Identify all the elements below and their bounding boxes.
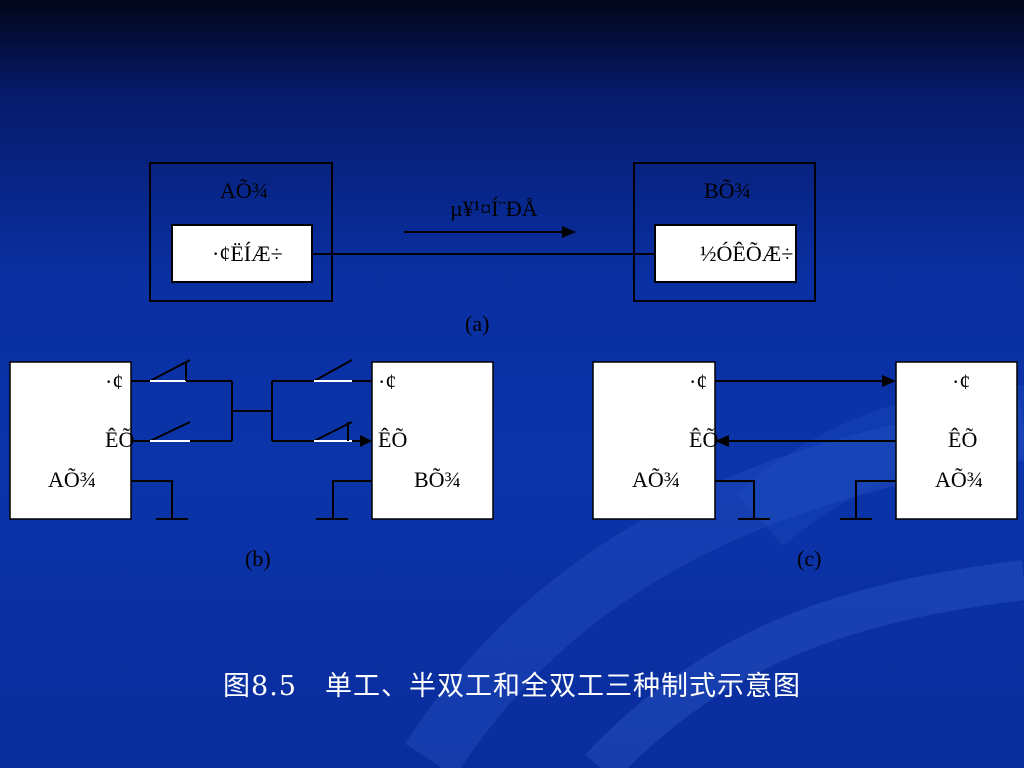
station-a-frame: [149, 162, 333, 302]
c-right-recv-label: ÊÕ: [948, 427, 978, 452]
b-left-send-label: ·¢: [105, 369, 124, 394]
simplex-direction-label: µ¥¹¤Í¨ÐÅ: [450, 196, 538, 221]
a-station-a-label: AÕ¾: [220, 178, 269, 203]
sender-box: [171, 224, 313, 283]
c-ground-symbols: [715, 480, 896, 520]
c-full-duplex-lines: [715, 375, 896, 447]
b-right-station-label: BÕ¾: [414, 467, 462, 492]
sender-label: ·¢ËÍÆ÷: [212, 241, 283, 266]
b-station-right-box: [371, 361, 494, 520]
b-left-station-label: AÕ¾: [48, 467, 97, 492]
c-right-send-label: ·¢: [952, 369, 971, 394]
direction-arrow-head: [562, 226, 576, 238]
c-left-station-label: AÕ¾: [632, 467, 681, 492]
caption-c: (c): [797, 546, 822, 571]
b-left-recv-label: ÊÕ: [105, 427, 135, 452]
c-left-recv-label: ÊÕ: [689, 427, 719, 452]
c-left-send-label: ·¢: [689, 369, 708, 394]
c-station-left-box: [592, 361, 716, 520]
b-right-switches: [271, 359, 372, 447]
figure-title: 图8.5 单工、半双工和全双工三种制式示意图: [223, 671, 801, 702]
b-right-send-label: ·¢: [378, 369, 397, 394]
receiver-box: [654, 224, 797, 283]
b-ground-symbols: [131, 480, 372, 520]
caption-b: (b): [245, 546, 271, 571]
b-station-left-box: [9, 361, 132, 520]
a-station-b-label: BÕ¾: [704, 178, 752, 203]
station-b-frame: [633, 162, 816, 302]
c-station-right-box: [895, 361, 1018, 520]
caption-a: (a): [465, 311, 490, 336]
b-right-recv-label: ÊÕ: [378, 427, 408, 452]
c-right-station-label: AÕ¾: [935, 467, 984, 492]
receiver-label: ½ÓÊÕÆ÷: [700, 241, 794, 266]
b-left-switches: [131, 359, 233, 442]
